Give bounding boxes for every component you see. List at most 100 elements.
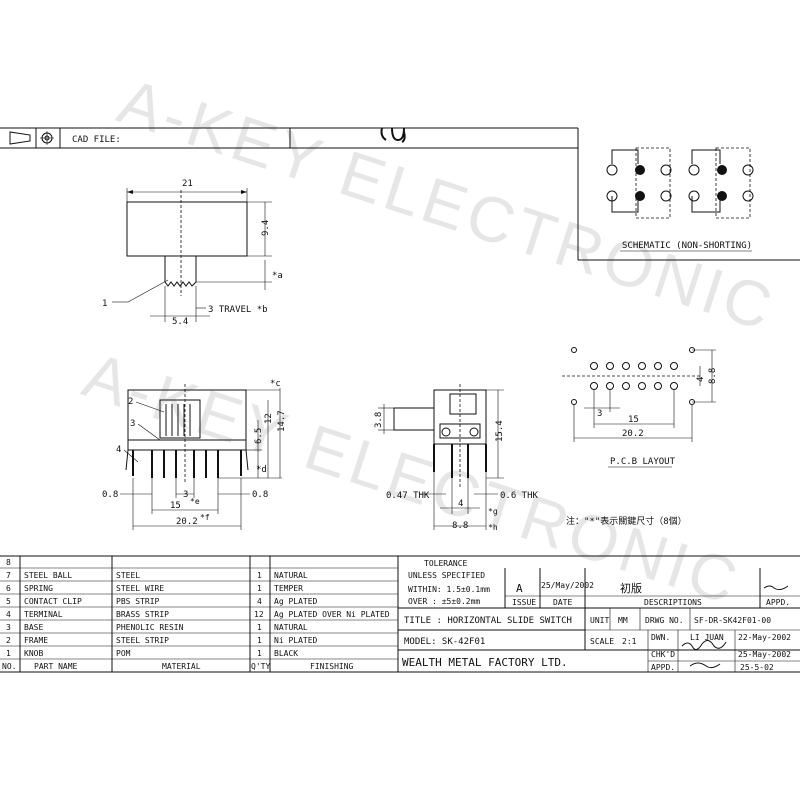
pcb-holes-bottom-row (571, 382, 695, 405)
dim-star-h: *h (488, 523, 498, 532)
bom-no: 7 (6, 571, 11, 580)
bom-material: POM (116, 649, 131, 658)
bom-finishing: TEMPER (274, 584, 303, 593)
dim-8-8: 8.8 (452, 521, 468, 531)
dim-14-7: 14.7 (277, 410, 287, 432)
bom-finishing: Ni PLATED (274, 636, 318, 645)
dim-travel-3: 3 TRAVEL *b (208, 305, 268, 315)
chkd-label: CHK'D (651, 650, 675, 659)
bom-material: PHENOLIC RESIN (116, 623, 184, 632)
cad-file-label: CAD FILE: (72, 135, 121, 145)
revision-issue: A (516, 582, 523, 595)
title-block-frame (0, 555, 800, 673)
unit-label: UNIT (590, 616, 609, 625)
pcb-dim-8-8: 8.8 (708, 368, 718, 384)
dim-star-f: *f (200, 513, 210, 522)
dim-12: 12 (264, 413, 274, 424)
schematic-title: SCHEMATIC (NON-SHORTING) (622, 241, 752, 251)
bom-material: STEEL (116, 571, 140, 580)
revision-desc-label: DESCRIPTIONS (644, 598, 702, 607)
key-dimension-note: 注："*"表示關鍵尺寸（8個） (566, 515, 687, 527)
bom-part: SPRING (24, 584, 53, 593)
pcb-dim-4: 4 (696, 377, 706, 382)
bom-finishing: NATURAL (274, 571, 308, 580)
front-terminal-pins (132, 450, 242, 478)
dim-4: 4 (458, 499, 463, 509)
tolerance-over: OVER : ±5±0.2mm (408, 597, 480, 606)
pcb-dim-15: 15 (628, 415, 639, 425)
tolerance-within: WITHIN: 1.5±0.1mm (408, 585, 490, 594)
unit-value: MM (618, 616, 628, 625)
approver-signature (689, 585, 789, 669)
bom-qty: 1 (257, 636, 262, 645)
pcb-layout: 4 8.8 3 15 20.2 P.C.B LAYOUT (562, 347, 718, 468)
callout-1: 1 (102, 299, 107, 309)
bom-material: PBS STRIP (116, 597, 160, 606)
dim-0-8-left: 0.8 (102, 490, 118, 500)
chkd-date: 25-May-2002 (738, 650, 791, 659)
bom-header-part: PART NAME (34, 662, 78, 671)
bom-finishing: Ag PLATED (274, 597, 318, 606)
model-number: MODEL: SK-42F01 (404, 637, 485, 647)
bom-header-material: MATERIAL (162, 662, 201, 671)
callout-2: 2 (128, 397, 133, 407)
cropped-logo-mark (380, 127, 406, 143)
bom-header-qty: Q'TY (251, 662, 270, 671)
dwn-label: DWN. (651, 633, 670, 642)
bom-row: 7 STEEL BALL STEEL 1 NATURAL (6, 571, 308, 580)
bom-no: 3 (6, 623, 11, 632)
appd-label: APPD. (651, 663, 675, 672)
bom-finishing: BLACK (274, 649, 298, 658)
revision-block: A 25/May/2002 初版 ISSUE DATE DESCRIPTIONS… (512, 581, 790, 607)
dim-knob-5-4: 5.4 (172, 317, 188, 327)
bom-qty: 12 (254, 610, 264, 619)
bom-no: 6 (6, 584, 11, 593)
pcb-dim-3: 3 (597, 409, 602, 419)
first-angle-projection-icon (9, 131, 54, 145)
company-name: WEALTH METAL FACTORY LTD. (402, 656, 568, 669)
bom-material: STEEL WIRE (116, 584, 164, 593)
schematic: SCHEMATIC (NON-SHORTING) (606, 147, 754, 252)
bom-no: 4 (6, 610, 11, 619)
bom-header-finishing: FINISHING (310, 662, 354, 671)
dim-6-5: 6.5 (254, 428, 264, 444)
side-view: 3.8 15.4 4 8.8 0.47 THK 0.6 THK *g *h (374, 384, 539, 532)
bom-part: CONTACT CLIP (24, 597, 82, 606)
tolerance-block: TOLERANCE UNLESS SPECIFIED WITHIN: 1.5±0… (408, 559, 490, 606)
front-view: 2 3 4 6.5 12 14.7 *c *d 0.8 3 0.8 15 *e … (102, 379, 287, 530)
pcb-layout-title: P.C.B LAYOUT (610, 457, 676, 467)
dim-15-4: 15.4 (495, 420, 505, 442)
dim-star-e: *e (190, 497, 200, 506)
bom-row: 2 FRAME STEEL STRIP 1 Ni PLATED (6, 636, 318, 645)
bom-no: 8 (6, 558, 11, 567)
dim-pitch-3: 3 (183, 490, 188, 500)
bom-part: FRAME (24, 636, 48, 645)
scale-label: SCALE (590, 637, 614, 646)
bom-finishing: Ag PLATED OVER Ni PLATED (274, 610, 390, 619)
dim-0-6-thk: 0.6 THK (500, 491, 539, 501)
appd-date: 25-5-02 (740, 663, 774, 672)
tolerance-unless: UNLESS SPECIFIED (408, 571, 485, 580)
dim-0-8-right: 0.8 (252, 490, 268, 500)
dim-star-a: *a (272, 271, 283, 281)
callout-3: 3 (130, 419, 135, 429)
bom-table: 8 7 STEEL BALL STEEL 1 NATURAL 6 SPRING … (2, 558, 390, 671)
dim-15: 15 (170, 501, 181, 511)
dim-3-8: 3.8 (374, 412, 384, 428)
revision-date-label: DATE (553, 598, 572, 607)
bom-qty: 4 (257, 597, 262, 606)
pcb-dim-20-2: 20.2 (622, 429, 644, 439)
bom-finishing: NATURAL (274, 623, 308, 632)
checker-signature (681, 640, 727, 650)
bom-part: BASE (24, 623, 43, 632)
header-strip: CAD FILE: (0, 127, 800, 261)
bom-qty: 1 (257, 571, 262, 580)
dim-star-g: *g (488, 507, 498, 516)
drawing-title: TITLE : HORIZONTAL SLIDE SWITCH (404, 616, 572, 626)
top-view: 21 9.4 *a 5.4 3 TRAVEL *b 1 (102, 179, 283, 327)
revision-issue-label: ISSUE (512, 598, 536, 607)
bom-qty: 1 (257, 584, 262, 593)
pcb-holes-top-row (571, 347, 695, 370)
bom-qty: 1 (257, 623, 262, 632)
